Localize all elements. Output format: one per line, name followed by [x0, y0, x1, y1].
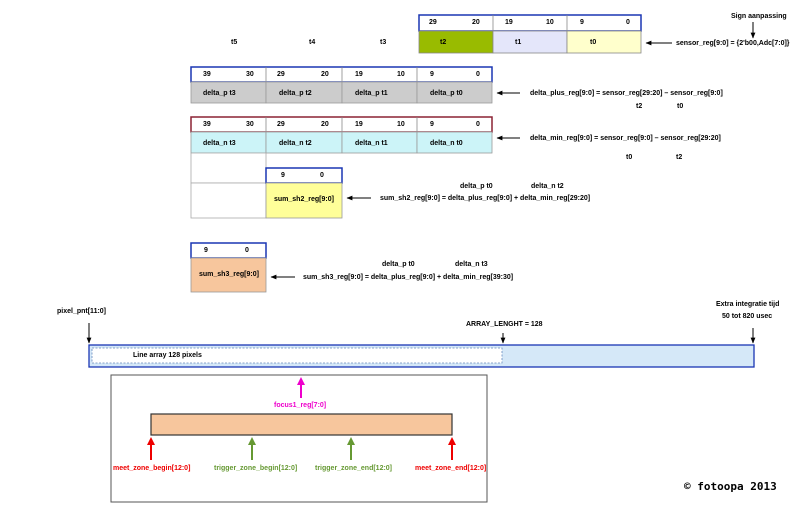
- delta-n-t0-cell: delta_n t0: [430, 140, 463, 147]
- delta-plus-sub-t2: t2: [636, 103, 643, 110]
- delta-plus-register: [190, 66, 493, 104]
- sensor-cell-t0-label: t0: [590, 39, 597, 46]
- copyright: © fotoopa 2013: [684, 480, 777, 493]
- delta-plus-hdr-10: 10: [397, 71, 405, 78]
- sum-sh2-cell: sum_sh2_reg[9:0]: [274, 196, 334, 203]
- trigger-zone-begin-label: trigger_zone_begin[12:0]: [214, 465, 298, 472]
- delta-min-sub-t0: t0: [626, 154, 633, 161]
- sensor-hdr-10: 10: [546, 19, 554, 26]
- sensor-reg-equation: sensor_reg[9:0] = {2'b00,Adc[7:0]}: [676, 40, 790, 47]
- delta-plus-hdr-39: 39: [203, 71, 211, 78]
- meet-zone-begin-label: meet_zone_begin[12:0]: [113, 465, 191, 472]
- pixel-pnt-label: pixel_pnt[11:0]: [57, 308, 107, 315]
- delta-p-t2-cell: delta_p t2: [279, 90, 312, 97]
- delta-min-sub-t2: t2: [676, 154, 683, 161]
- delta-p-t1-cell: delta_p t1: [355, 90, 388, 97]
- delta-plus-hdr-30: 30: [246, 71, 254, 78]
- delta-min-hdr-29: 29: [277, 121, 285, 128]
- sum-sh3-above-b: delta_n t3: [455, 261, 488, 268]
- delta-p-t0-cell: delta_p t0: [430, 90, 463, 97]
- sensor-cell-t0: [566, 30, 642, 54]
- zone-box: [110, 374, 488, 503]
- delta-n-t3-cell: delta_n t3: [203, 140, 236, 147]
- sign-aanpassing-note: Sign aanpassing: [731, 13, 787, 20]
- delta-min-hdr-10: 10: [397, 121, 405, 128]
- meet-zone-end-label: meet_zone_end[12:0]: [415, 465, 487, 472]
- delta-min-equation: delta_min_reg[9:0] = sensor_reg[9:0] – s…: [530, 135, 721, 142]
- label-t4: t4: [309, 39, 316, 46]
- sum-sh2-equation: sum_sh2_reg[9:0] = delta_plus_reg[9:0] +…: [380, 195, 591, 202]
- delta-plus-hdr-19: 19: [355, 71, 363, 78]
- sum-sh3-hdr-9: 9: [204, 247, 208, 254]
- sum-sh3-register: [190, 242, 267, 293]
- sum-sh3-hdr-0: 0: [245, 247, 249, 254]
- sensor-cell-t1: [492, 30, 568, 54]
- sensor-cell-t2-label: t2: [440, 39, 447, 46]
- delta-p-t3-cell: delta_p t3: [203, 90, 236, 97]
- sensor-cell-t1-label: t1: [515, 39, 522, 46]
- array-length-label: ARRAY_LENGHT = 128: [466, 321, 543, 328]
- sum-sh2-hdr-0: 0: [320, 172, 324, 179]
- sum-sh2-hdr-9: 9: [281, 172, 285, 179]
- delta-plus-hdr-0: 0: [476, 71, 480, 78]
- sum-sh2-above-b: delta_n t2: [531, 183, 564, 190]
- trigger-zone-end-label: trigger_zone_end[12:0]: [315, 465, 393, 472]
- focus1-reg-label: focus1_reg[7:0]: [274, 402, 327, 409]
- extra-integratie-label: Extra integratie tijd: [716, 301, 780, 308]
- sensor-hdr-29: 29: [429, 19, 437, 26]
- delta-min-register: [190, 116, 493, 154]
- sum-sh3-equation: sum_sh3_reg[9:0] = delta_plus_reg[9:0] +…: [303, 274, 514, 281]
- delta-n-t1-cell: delta_n t1: [355, 140, 388, 147]
- delta-min-hdr-39: 39: [203, 121, 211, 128]
- delta-n-t2-cell: delta_n t2: [279, 140, 312, 147]
- sensor-hdr-20: 20: [472, 19, 480, 26]
- delta-plus-hdr-29: 29: [277, 71, 285, 78]
- sensor-hdr-9: 9: [580, 19, 584, 26]
- sensor-reg-register: [418, 14, 642, 54]
- sensor-hdr-19: 19: [505, 19, 513, 26]
- sum-sh3-cell: sum_sh3_reg[9:0]: [199, 271, 259, 278]
- extra-integratie-range: 50 tot 820 usec: [722, 313, 773, 320]
- delta-plus-hdr-9: 9: [430, 71, 434, 78]
- delta-plus-hdr-20: 20: [321, 71, 329, 78]
- sum-sh2-register: [190, 152, 343, 219]
- delta-min-hdr-19: 19: [355, 121, 363, 128]
- label-t3: t3: [380, 39, 387, 46]
- sensor-hdr-0: 0: [626, 19, 630, 26]
- delta-plus-equation: delta_plus_reg[9:0] = sensor_reg[29:20] …: [530, 90, 723, 97]
- line-array: [86, 323, 756, 368]
- delta-min-hdr-20: 20: [321, 121, 329, 128]
- delta-min-hdr-30: 30: [246, 121, 254, 128]
- sum-sh2-above-a: delta_p t0: [460, 183, 493, 190]
- delta-min-hdr-0: 0: [476, 121, 480, 128]
- label-t5: t5: [231, 39, 238, 46]
- line-array-label: Line array 128 pixels: [133, 352, 202, 359]
- sum-sh3-above-a: delta_p t0: [382, 261, 415, 268]
- delta-min-hdr-9: 9: [430, 121, 434, 128]
- sensor-cell-t2: [418, 30, 494, 54]
- delta-plus-sub-t0: t0: [677, 103, 684, 110]
